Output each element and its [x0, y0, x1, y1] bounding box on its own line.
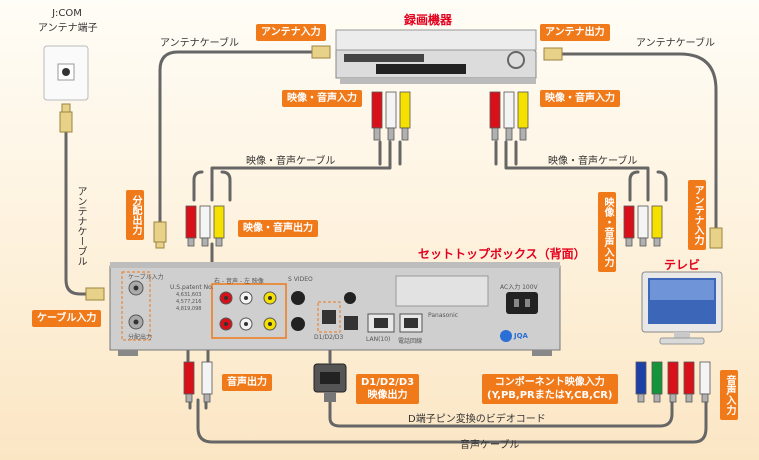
tag-audio-out: 音声出力: [222, 374, 272, 391]
antenna-cable-recorder-tv: [560, 52, 718, 234]
d-terminal-cord-label: D端子ピン変換のビデオコード: [408, 414, 546, 425]
audio-cable-label: 音声ケーブル: [460, 440, 520, 451]
antenna-cable-label-right: アンテナケーブル: [636, 38, 715, 49]
tag-av-in-tv: 映像・音声入力: [598, 192, 616, 272]
wall-outlet-title: J:COM アンテナ端子: [38, 8, 98, 34]
tag-av-in-recorder-right: 映像・音声入力: [540, 90, 620, 107]
tag-d-out-line1: D1/D2/D3: [361, 377, 415, 388]
f-plugs: [59, 45, 723, 301]
stb-label-av: 右 - 音声 - 左 映像: [214, 278, 264, 285]
rca-plugs-audio-out: [183, 361, 213, 403]
wall-outlet-title-line2: アンテナ端子: [38, 23, 98, 34]
audio-cable: [196, 398, 708, 444]
stb-label-brand: Panasonic: [428, 312, 459, 319]
tag-component-line1: コンポーネント映像入力: [494, 377, 605, 388]
rca-plugs-tv-in: [623, 205, 663, 247]
antenna-cable-label-vertical: アンテナケーブル: [75, 186, 86, 266]
antenna-cable-label-left: アンテナケーブル: [160, 38, 239, 49]
wall-outlet: [43, 45, 89, 101]
antenna-cable-wall-stb: [64, 130, 100, 296]
rca-plugs-recorder-left: [371, 91, 411, 141]
tag-cable-in: ケーブル入力: [32, 310, 102, 327]
stb-label-split-out: 分配出力: [128, 334, 153, 341]
tag-antenna-out: アンテナ出力: [540, 24, 610, 41]
stb-label-patent-nums: 4,631,603 4,577,216 4,819,098: [176, 292, 202, 312]
rca-plugs-component-in: [635, 361, 711, 403]
tag-d-out-line2: 映像出力: [367, 390, 408, 401]
stb-label-patent: U.S.patent No.: [170, 284, 214, 291]
av-cable-right: [504, 140, 650, 202]
settop-box-back-panel: [109, 262, 561, 356]
tag-component-in: コンポーネント映像入力 (Y,PB,PRまたはY,CB,CR): [482, 374, 618, 404]
recorder-device: [335, 29, 537, 84]
stb-label-lan: LAN(10): [366, 336, 391, 343]
tag-antenna-in: アンテナ入力: [256, 24, 326, 41]
wall-outlet-title-line1: J:COM: [52, 8, 82, 19]
av-cable-label-right: 映像・音声ケーブル: [548, 156, 638, 167]
rca-plugs-recorder-right: [489, 91, 529, 141]
antenna-cable-split-recorder: [158, 50, 314, 242]
stb-label-ac: AC入力 100V: [500, 284, 538, 291]
av-cable-label-left: 映像・音声ケーブル: [246, 156, 336, 167]
rca-plugs-stb-out: [185, 205, 225, 247]
d-terminal-plug: [313, 363, 347, 402]
tag-audio-in: 音声入力: [720, 370, 738, 420]
tag-d-out: D1/D2/D3 映像出力: [356, 374, 420, 404]
tv-device: [641, 271, 723, 345]
stb-label-s-video: S VIDEO: [288, 276, 313, 283]
tv-title: テレビ: [664, 258, 701, 272]
recorder-title: 録画機器: [404, 13, 453, 27]
stb-label-jqa: JQA: [514, 332, 528, 340]
cables: [64, 50, 718, 444]
settop-title: セットトップボックス（背面）: [418, 247, 586, 261]
stb-label-tel: 電話回線: [398, 338, 423, 345]
tag-component-line2: (Y,PB,PRまたはY,CB,CR): [487, 390, 613, 401]
av-cable-left: [210, 140, 392, 202]
tag-antenna-in-tv: アンテナ入力: [688, 180, 706, 250]
tag-splitter-out: 分配出力: [126, 190, 144, 240]
tag-av-in-recorder: 映像・音声入力: [282, 90, 362, 107]
stb-label-d-port: D1/D2/D3: [314, 334, 344, 341]
d-terminal-cord: [328, 400, 674, 428]
stb-label-cable-in: ケーブル入力: [128, 274, 164, 281]
tag-av-out-stb: 映像・音声出力: [238, 220, 318, 237]
